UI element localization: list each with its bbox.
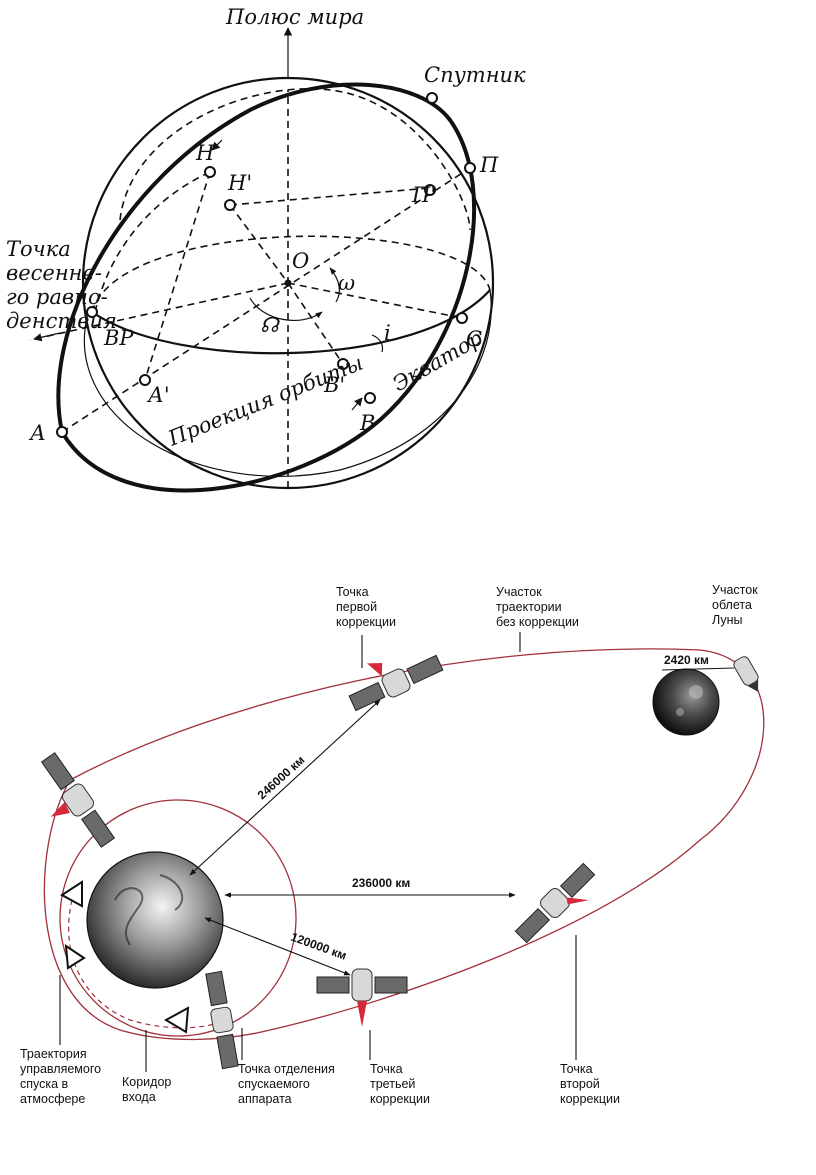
moon-crater bbox=[689, 685, 703, 699]
spacecraft-separation bbox=[205, 970, 239, 1070]
second-correction-label: Точка второй коррекции bbox=[560, 1062, 620, 1106]
first-correction-label: Точка первой коррекции bbox=[336, 585, 396, 629]
point-vr bbox=[86, 306, 98, 318]
satellite-point bbox=[426, 92, 438, 104]
line-o-c bbox=[287, 282, 463, 319]
point-c bbox=[456, 312, 468, 324]
apsides-line bbox=[61, 167, 471, 433]
point-p bbox=[464, 162, 476, 174]
orbit-direction-arrow bbox=[211, 139, 223, 151]
h-label: H bbox=[195, 141, 215, 165]
orbit-projection-label: Проекция орбиты bbox=[164, 351, 366, 451]
line-o-b bbox=[287, 282, 344, 365]
lunar-flight-diagram: Точка первой коррекции Участок траектори… bbox=[20, 583, 765, 1106]
point-b-prime bbox=[337, 358, 349, 370]
line-h-a bbox=[144, 171, 211, 381]
vernal-point-label: Точка весенне- го равно- денствия bbox=[6, 237, 117, 333]
moon-distance-label: 2420 км bbox=[664, 653, 709, 667]
distance-246000-label: 246000 км bbox=[255, 753, 308, 802]
distance-246000-arrow bbox=[189, 699, 381, 876]
vernal-arrow bbox=[33, 332, 61, 342]
entry-corridor-path bbox=[68, 899, 231, 1029]
spacecraft-third-correction bbox=[316, 968, 408, 1027]
equator-back bbox=[91, 235, 491, 313]
no-correction-label: Участок траектории без коррекции bbox=[496, 585, 579, 629]
moon-flyby-label: Участок облета Луны bbox=[712, 583, 761, 627]
satellite-orbit bbox=[56, 82, 477, 493]
controlled-descent-label: Траектория управляемого спуска в атмосфе… bbox=[20, 1047, 105, 1106]
h-prime-label: H' bbox=[227, 171, 252, 195]
spacecraft-left bbox=[40, 752, 116, 848]
a-label: А bbox=[28, 421, 46, 445]
satellite-label: Спутник bbox=[424, 63, 526, 87]
capsule-3 bbox=[163, 1006, 190, 1034]
point-b bbox=[364, 392, 376, 404]
orbit-projection-front bbox=[83, 289, 492, 477]
spacecraft-first-correction bbox=[348, 654, 444, 712]
line-h-p bbox=[229, 187, 431, 206]
b-prime-label: В' bbox=[323, 373, 345, 397]
moon bbox=[652, 668, 720, 736]
i-label: i bbox=[384, 321, 391, 345]
vr-label: ВР bbox=[103, 326, 134, 350]
vernal-line bbox=[29, 282, 289, 341]
spacecraft-second-correction bbox=[514, 862, 596, 944]
line-h-o bbox=[229, 204, 289, 284]
a-prime-label: А' bbox=[146, 383, 170, 407]
spacecraft-moon-flyby bbox=[733, 656, 759, 692]
distance-236000-label: 236000 км bbox=[352, 876, 410, 890]
node-label: ☊ bbox=[260, 313, 281, 337]
b-label: В bbox=[359, 411, 375, 435]
capsule-2 bbox=[64, 944, 86, 970]
moon-crater-2 bbox=[676, 708, 684, 716]
o-label: O bbox=[292, 249, 309, 273]
entry-corridor-label: Коридор входа bbox=[122, 1075, 175, 1104]
earth bbox=[86, 851, 224, 989]
third-correction-label: Точка третьей коррекции bbox=[370, 1062, 430, 1106]
equator-front bbox=[91, 289, 491, 355]
distance-120000-arrow bbox=[204, 917, 351, 976]
omega-angle-arc bbox=[329, 267, 340, 303]
pole-label: Полюс мира bbox=[225, 5, 364, 29]
point-h bbox=[204, 166, 216, 178]
orbit-direction-arrow-2 bbox=[351, 397, 363, 411]
moon-distance-line bbox=[661, 667, 735, 671]
earth-continents bbox=[114, 874, 184, 946]
lunar-trajectory bbox=[69, 648, 765, 1031]
celestial-sphere-diagram: Полюс мира Спутник П П' H H' O ω ☊ i ВР … bbox=[6, 5, 526, 493]
p-prime-label: П' bbox=[411, 183, 436, 207]
c-label: С bbox=[466, 327, 482, 351]
inclination-arc bbox=[371, 334, 384, 353]
node-angle-arc bbox=[249, 297, 323, 321]
distance-120000-label: 120000 км bbox=[289, 930, 349, 963]
separation-point-label: Точка отделения спускаемого аппарата bbox=[238, 1062, 338, 1106]
capsule-1 bbox=[60, 880, 83, 908]
p-label: П bbox=[479, 153, 499, 177]
point-a-prime bbox=[139, 374, 151, 386]
point-h-prime bbox=[224, 199, 236, 211]
center-point bbox=[284, 279, 292, 287]
point-p-prime bbox=[424, 184, 436, 196]
omega-label: ω bbox=[338, 271, 355, 295]
point-a bbox=[56, 426, 68, 438]
orbit-projection-back bbox=[119, 88, 471, 231]
